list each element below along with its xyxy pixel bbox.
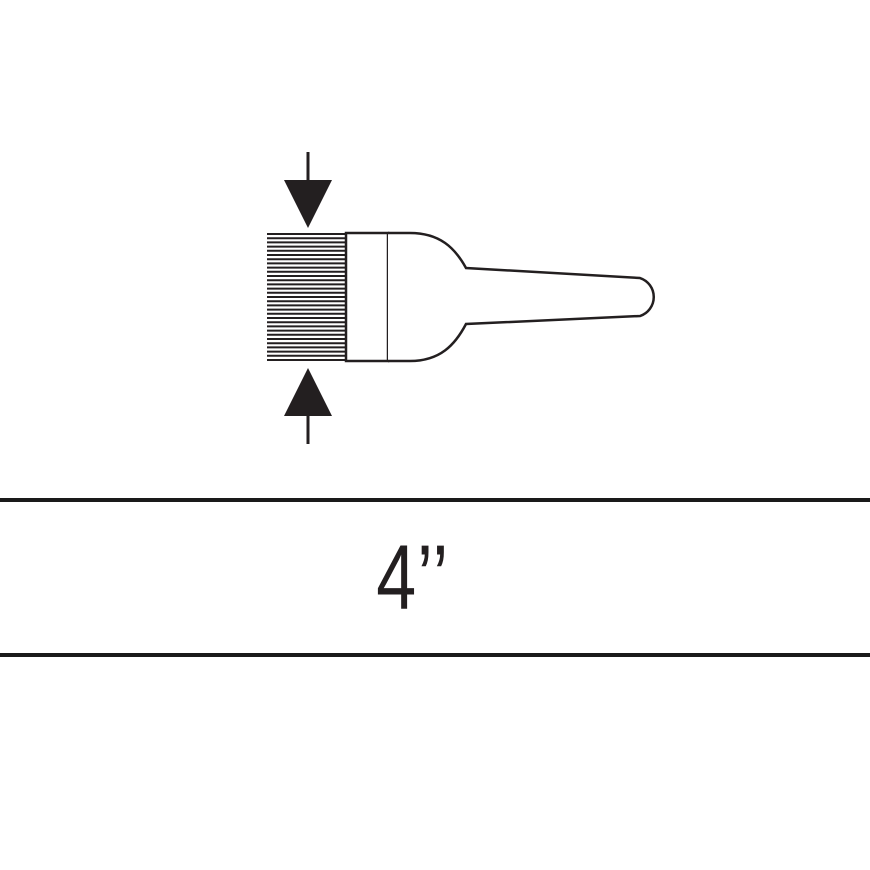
brush-bristles: [267, 233, 346, 361]
paint-brush-icon: [267, 231, 655, 363]
arrow-up-icon: [284, 368, 332, 444]
size-band: 4’’: [0, 498, 870, 657]
size-label: 4’’: [376, 526, 449, 629]
arrow-down-icon: [284, 152, 332, 228]
